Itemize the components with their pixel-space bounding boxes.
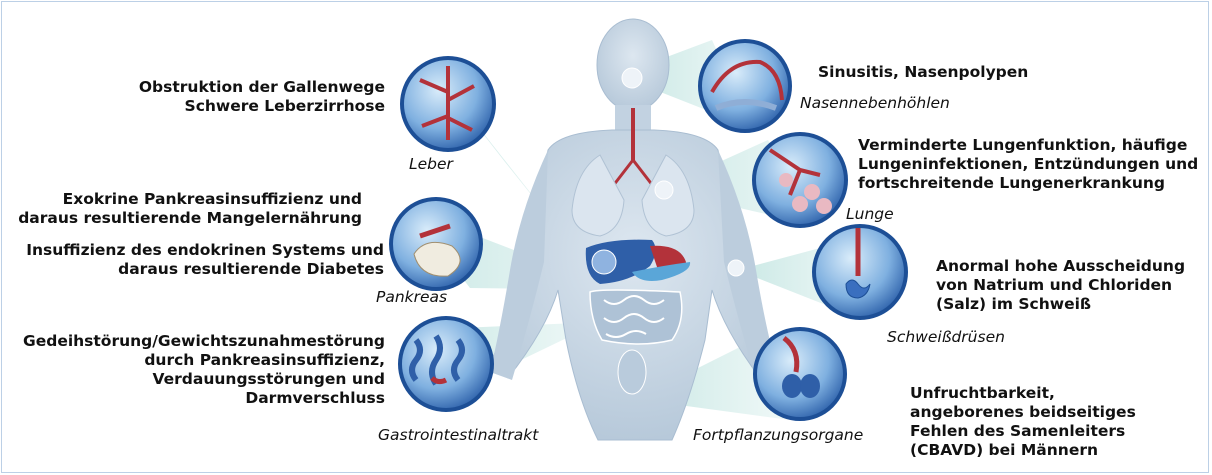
lung-marker — [655, 181, 673, 199]
reproductive-circle — [755, 329, 845, 419]
sinus-circle — [700, 41, 790, 131]
pankreas-description-exocrine: Exokrine Pankreasinsuffizienz und daraus… — [18, 190, 362, 228]
nose-marker — [622, 68, 642, 88]
intestines — [590, 290, 682, 344]
head — [597, 19, 669, 111]
gastro-description: Gedeihstörung/Gewichtszunahmestörung dur… — [23, 332, 385, 408]
sweat-gland-circle — [814, 226, 906, 318]
pancreas-circle — [391, 199, 481, 289]
leber-description: Obstruktion der Gallenwege Schwere Leber… — [139, 78, 385, 116]
liver-circle — [402, 58, 494, 150]
fortpflanzung-description: Unfruchtbarkeit, angeborenes beidseitige… — [910, 384, 1136, 460]
nasen-label: Nasennebenhöhlen — [800, 94, 950, 112]
intestine-circle — [400, 318, 492, 410]
pankreas-description-endocrine: Insuffizienz des endokrinen Systems und … — [26, 241, 384, 279]
fortpflanzung-label: Fortpflanzungsorgane — [693, 426, 863, 444]
lung-circle — [754, 134, 846, 226]
liver-marker — [592, 250, 616, 274]
gastro-label: Gastrointestinaltrakt — [378, 426, 538, 444]
reproductive-organ — [618, 350, 646, 394]
schweiss-description: Anormal hohe Ausscheidung von Natrium un… — [936, 257, 1185, 314]
leber-label: Leber — [409, 155, 453, 173]
schweiss-label: Schweißdrüsen — [887, 328, 1005, 346]
lunge-label: Lunge — [846, 205, 894, 223]
sweat-marker — [728, 260, 744, 276]
nasen-description: Sinusitis, Nasenpolypen — [818, 63, 1028, 82]
lunge-description: Verminderte Lungenfunktion, häufige Lung… — [858, 136, 1198, 193]
pankreas-label: Pankreas — [376, 288, 447, 306]
